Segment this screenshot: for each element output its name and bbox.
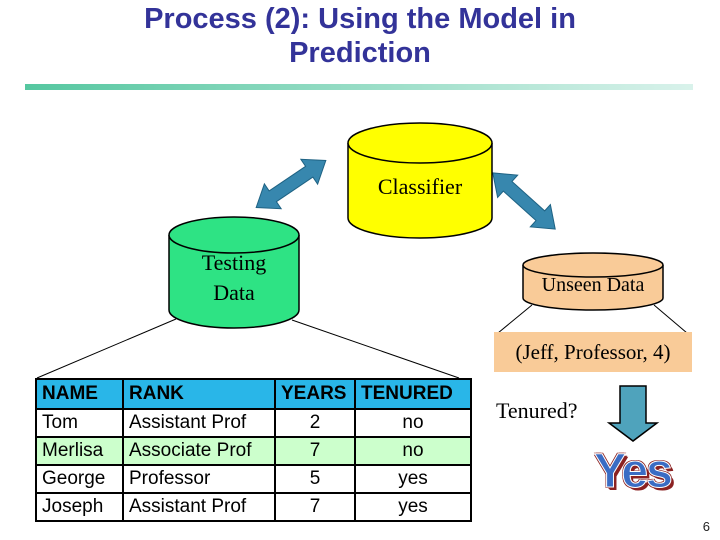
- cell-years: 2: [274, 408, 356, 438]
- testing-data-label-line1: Testing: [201, 250, 267, 275]
- column-header-tenured: TENURED: [354, 378, 472, 410]
- double-arrow-classifier-unseen: [492, 172, 556, 230]
- table-header-row: NAME RANK YEARS TENURED: [35, 378, 472, 410]
- database-cylinder-icon: [347, 122, 493, 239]
- classifier-cylinder: Classifier: [347, 122, 493, 240]
- cell-name: Merlisa: [35, 436, 124, 466]
- unseen-tuple-box: (Jeff, Professor, 4): [494, 332, 692, 372]
- testing-data-cylinder: Testing Data: [168, 216, 300, 330]
- unseen-data-cylinder: Unseen Data: [522, 252, 664, 312]
- cell-rank: Assistant Prof: [122, 408, 276, 438]
- table-row: George Professor 5 yes: [35, 464, 472, 494]
- cell-name: George: [35, 464, 124, 494]
- table-row: Merlisa Associate Prof 7 no: [35, 436, 472, 466]
- cell-rank: Assistant Prof: [122, 492, 276, 522]
- cell-years: 7: [274, 492, 356, 522]
- cell-tenured: no: [354, 408, 472, 438]
- cell-years: 7: [274, 436, 356, 466]
- cell-tenured: no: [354, 436, 472, 466]
- database-cylinder-icon: [522, 252, 664, 311]
- double-arrow-testing-classifier: [255, 158, 327, 210]
- column-header-name: NAME: [35, 378, 124, 410]
- page-title-line2: Prediction: [289, 37, 431, 69]
- column-header-years: YEARS: [274, 378, 356, 410]
- title-separator-line: [25, 84, 693, 90]
- cell-tenured: yes: [354, 492, 472, 522]
- classifier-label: Classifier: [377, 174, 463, 199]
- table-row: Tom Assistant Prof 2 no: [35, 408, 472, 438]
- unseen-data-label: Unseen Data: [541, 274, 645, 296]
- funnel-line-testing-left: [36, 318, 177, 379]
- cell-tenured: yes: [354, 464, 472, 494]
- cell-name: Joseph: [35, 492, 124, 522]
- page-title: Process (2): Using the Model in Predicti…: [0, 2, 720, 70]
- database-cylinder-icon: [168, 216, 300, 329]
- cell-years: 5: [274, 464, 356, 494]
- page-title-line1: Process (2): Using the Model in: [144, 3, 576, 35]
- testing-data-table: NAME RANK YEARS TENURED Tom Assistant Pr…: [35, 378, 472, 522]
- tenured-question: Tenured?: [496, 398, 578, 423]
- page-number: 6: [702, 519, 710, 534]
- down-arrow-icon: [606, 385, 660, 442]
- funnel-line-testing-right: [291, 319, 460, 379]
- cell-name: Tom: [35, 408, 124, 438]
- yes-wordart: Yes: [594, 445, 674, 499]
- column-header-rank: RANK: [122, 378, 276, 410]
- cell-rank: Associate Prof: [122, 436, 276, 466]
- cell-rank: Professor: [122, 464, 276, 494]
- table-row: Joseph Assistant Prof 7 yes: [35, 492, 472, 522]
- testing-data-label: Testing Data: [168, 248, 300, 308]
- testing-data-label-line2: Data: [213, 280, 255, 305]
